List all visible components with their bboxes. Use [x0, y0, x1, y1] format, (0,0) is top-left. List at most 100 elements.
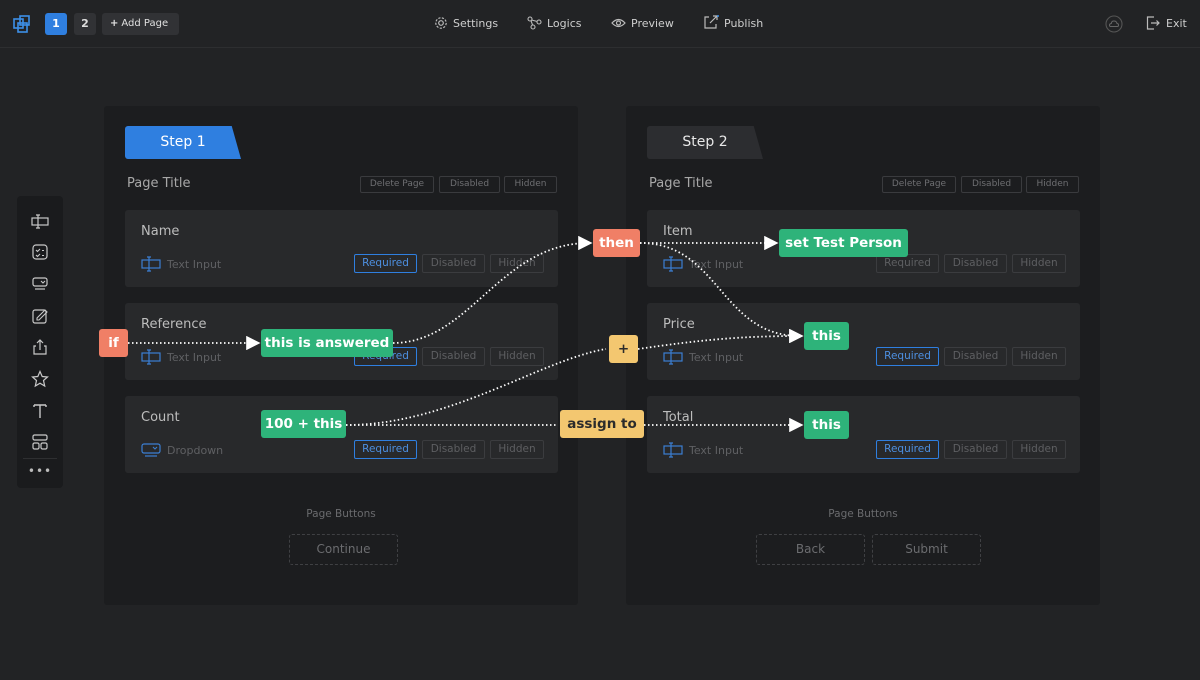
logic-then-chip[interactable]: then — [593, 229, 640, 257]
field-type: Text Input — [663, 256, 743, 272]
text-input-icon — [663, 442, 683, 458]
text-input-icon — [141, 256, 161, 272]
field-type: Text Input — [141, 349, 221, 365]
exit-button[interactable]: Exit — [1146, 15, 1187, 33]
disabled-toggle[interactable]: Disabled — [944, 254, 1007, 273]
hidden-toggle[interactable]: Hidden — [1012, 254, 1066, 273]
top-bar: 1 2 +Add Page Settings Logics Preview Pu… — [0, 0, 1200, 48]
star-icon[interactable] — [31, 370, 49, 388]
field-type: Text Input — [141, 256, 221, 272]
field-label: Reference — [141, 317, 207, 332]
more-icon[interactable]: ••• — [27, 464, 53, 478]
eye-icon — [611, 18, 626, 28]
field-type: Dropdown — [141, 442, 223, 458]
required-toggle[interactable]: Required — [876, 440, 939, 459]
text-input-icon[interactable] — [31, 212, 49, 230]
disabled-toggle[interactable]: Disabled — [422, 440, 485, 459]
field-label: Count — [141, 410, 180, 425]
logic-assign-chip[interactable]: assign to — [560, 410, 644, 438]
text-input-icon — [663, 256, 683, 272]
add-page-label: Add Page — [121, 18, 169, 29]
checklist-icon[interactable] — [31, 243, 49, 261]
field-type-label: Text Input — [689, 351, 744, 364]
logics-button[interactable]: Logics — [527, 15, 581, 33]
text-input-icon — [141, 349, 161, 365]
step-2-tab[interactable]: Step 2 — [647, 126, 763, 159]
hidden-toggle[interactable]: Hidden — [1012, 440, 1066, 459]
required-toggle[interactable]: Required — [354, 254, 417, 273]
step-2-panel: Step 2 Page Title Delete Page Disabled H… — [626, 106, 1100, 605]
submit-button[interactable]: Submit — [872, 534, 981, 565]
add-page-button[interactable]: +Add Page — [102, 13, 179, 35]
logic-if-chip[interactable]: if — [99, 329, 128, 357]
hidden-toggle[interactable]: Hidden — [490, 254, 544, 273]
field-card-name[interactable]: Name Text Input Required Disabled Hidden — [125, 210, 558, 287]
text-icon[interactable] — [31, 402, 49, 420]
settings-label: Settings — [453, 17, 499, 30]
logics-label: Logics — [547, 17, 582, 30]
exit-icon — [1146, 16, 1160, 30]
plus-icon: + — [110, 18, 119, 29]
delete-page-button[interactable]: Delete Page — [360, 176, 434, 193]
dropdown-icon[interactable] — [31, 275, 49, 293]
field-label: Item — [663, 224, 693, 239]
hidden-toggle[interactable]: Hidden — [1012, 347, 1066, 366]
disabled-toggle[interactable]: Disabled — [944, 440, 1007, 459]
page-disabled-toggle[interactable]: Disabled — [961, 176, 1022, 193]
logic-target-total-chip[interactable]: this — [804, 411, 849, 439]
page-hidden-toggle[interactable]: Hidden — [1026, 176, 1079, 193]
field-label: Total — [663, 410, 694, 425]
layout-icon[interactable] — [31, 433, 49, 451]
field-type-label: Text Input — [689, 444, 744, 457]
hidden-toggle[interactable]: Hidden — [490, 347, 544, 366]
required-toggle[interactable]: Required — [354, 440, 417, 459]
logic-target-price-chip[interactable]: this — [804, 322, 849, 350]
gear-icon — [435, 17, 447, 29]
publish-icon — [704, 15, 719, 29]
page-buttons-label: Page Buttons — [828, 508, 898, 520]
upload-icon[interactable] — [31, 338, 49, 356]
logic-action-chip[interactable]: set Test Person — [779, 229, 908, 257]
field-card-total[interactable]: Total Text Input Required Disabled Hidde… — [647, 396, 1080, 473]
disabled-toggle[interactable]: Disabled — [422, 254, 485, 273]
publish-button[interactable]: Publish — [703, 15, 763, 33]
page-hidden-toggle[interactable]: Hidden — [504, 176, 557, 193]
field-type: Text Input — [663, 349, 743, 365]
required-toggle[interactable]: Required — [876, 347, 939, 366]
page-tab-1[interactable]: 1 — [45, 13, 67, 35]
text-input-icon — [663, 349, 683, 365]
disabled-toggle[interactable]: Disabled — [422, 347, 485, 366]
field-card-price[interactable]: Price Text Input Required Disabled Hidde… — [647, 303, 1080, 380]
page-disabled-toggle[interactable]: Disabled — [439, 176, 500, 193]
field-type: Text Input — [663, 442, 743, 458]
field-type-label: Dropdown — [167, 444, 224, 457]
logic-plus-chip[interactable]: + — [609, 335, 638, 363]
field-type-label: Text Input — [167, 351, 222, 364]
page-title[interactable]: Page Title — [127, 176, 191, 191]
step-1-tab[interactable]: Step 1 — [125, 126, 241, 159]
settings-button[interactable]: Settings — [434, 15, 498, 33]
disabled-toggle[interactable]: Disabled — [944, 347, 1007, 366]
field-type-label: Text Input — [167, 258, 222, 271]
preview-button[interactable]: Preview — [611, 15, 674, 33]
dropdown-icon — [141, 443, 161, 457]
component-toolbar: ••• — [17, 196, 63, 488]
back-button[interactable]: Back — [756, 534, 865, 565]
exit-label: Exit — [1166, 17, 1187, 30]
continue-button[interactable]: Continue — [289, 534, 398, 565]
field-type-label: Text Input — [689, 258, 744, 271]
publish-label: Publish — [724, 17, 764, 30]
edit-icon[interactable] — [31, 307, 49, 325]
logic-condition-chip[interactable]: this is answered — [261, 329, 393, 357]
cloud-sync-icon[interactable] — [1105, 15, 1123, 33]
app-logo-icon[interactable] — [12, 14, 32, 34]
field-label: Price — [663, 317, 695, 332]
toolbar-divider — [23, 458, 57, 459]
logic-expression-chip[interactable]: 100 + this — [261, 410, 346, 438]
page-tab-2[interactable]: 2 — [74, 13, 96, 35]
logic-nodes-icon — [527, 16, 542, 30]
field-label: Name — [141, 224, 180, 239]
page-title[interactable]: Page Title — [649, 176, 713, 191]
hidden-toggle[interactable]: Hidden — [490, 440, 544, 459]
delete-page-button[interactable]: Delete Page — [882, 176, 956, 193]
